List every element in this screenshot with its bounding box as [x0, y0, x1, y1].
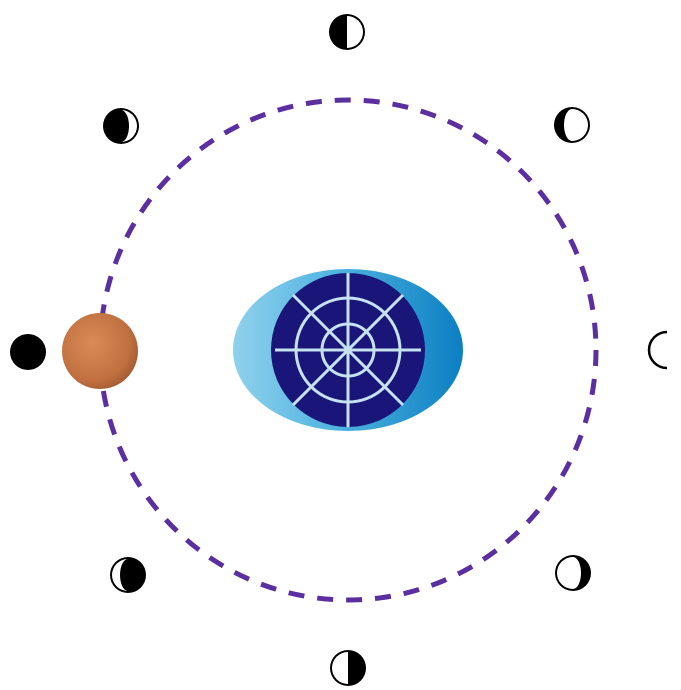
waxing-crescent-icon	[110, 557, 146, 593]
waxing-gibbous-icon	[555, 555, 591, 591]
moon-on-orbit	[62, 313, 138, 389]
third-quarter-icon	[329, 14, 365, 50]
first-quarter-icon	[330, 650, 366, 686]
new-moon-icon	[10, 334, 46, 370]
waning-crescent-icon	[103, 108, 139, 144]
earth-icon	[233, 269, 463, 431]
waning-gibbous-icon	[554, 107, 590, 143]
full-moon-icon	[649, 332, 667, 368]
